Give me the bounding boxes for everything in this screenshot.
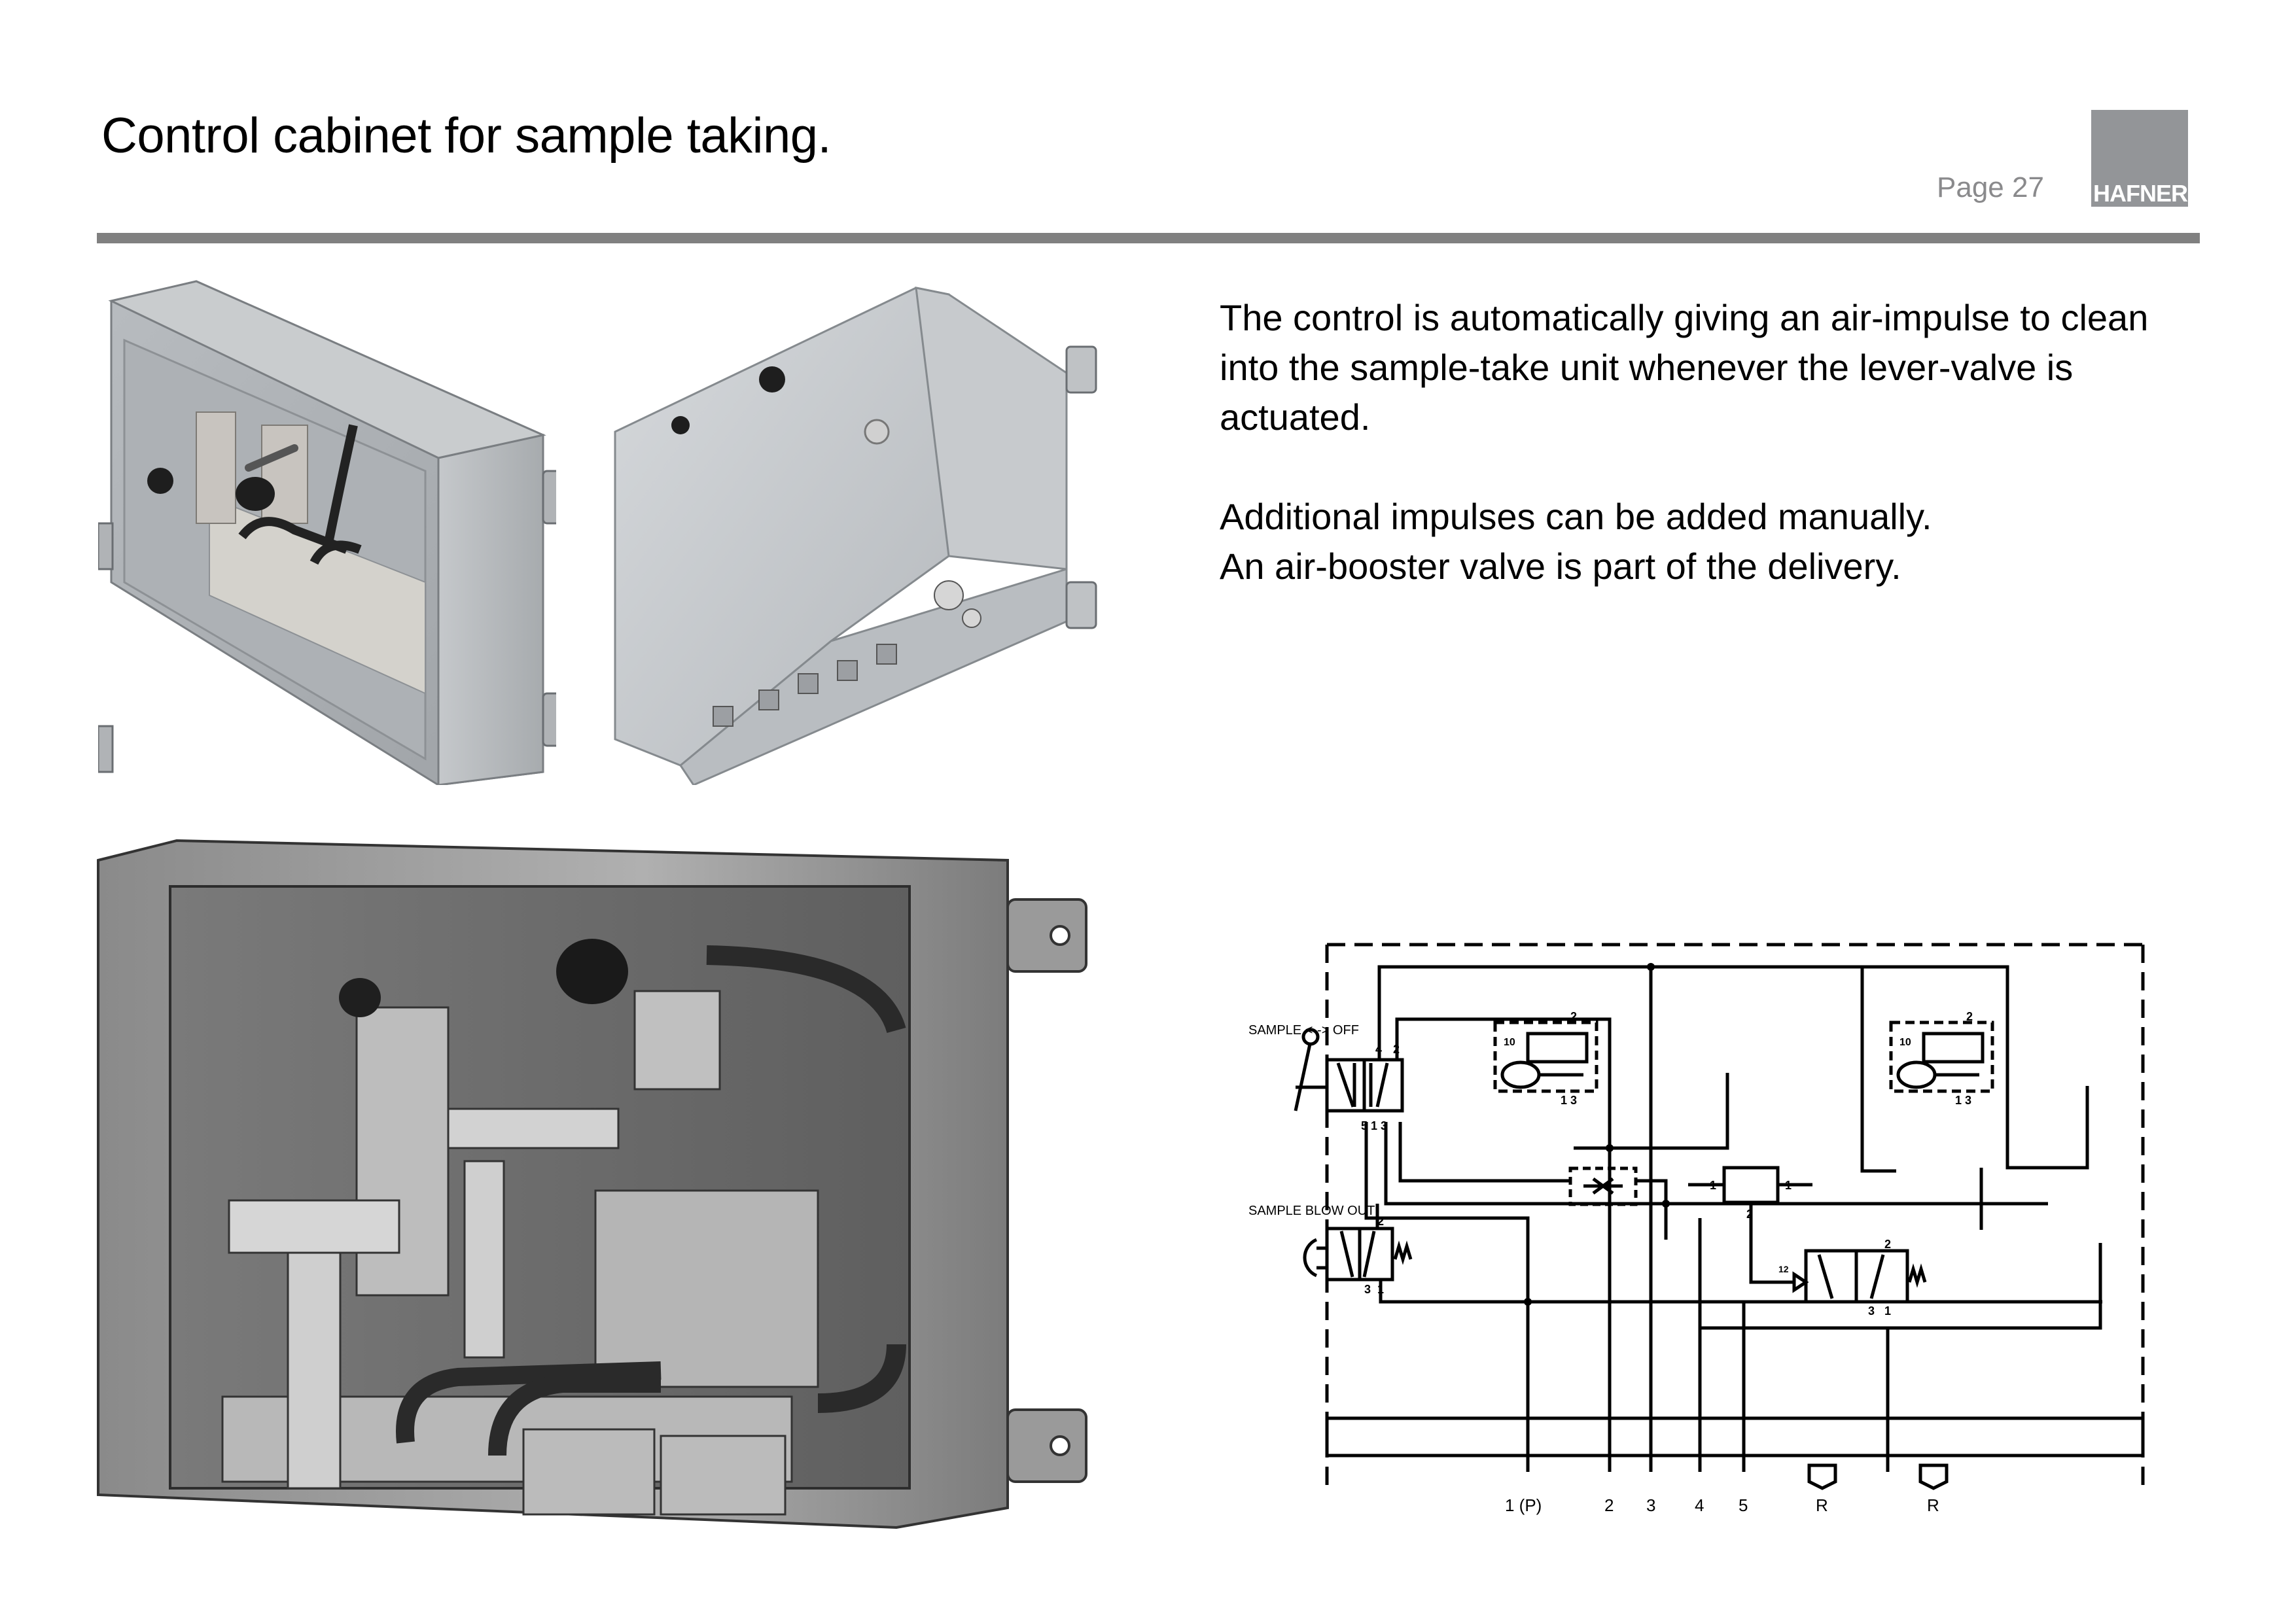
junction-dots: [1524, 963, 1670, 1306]
port-label: 1 3: [1955, 1094, 1971, 1107]
terminal-label: 3: [1646, 1495, 1655, 1515]
terminal-labels: 1 (P) 2 3 4 5 R R: [1505, 1495, 1939, 1515]
port-label: 1: [1884, 1304, 1891, 1318]
terminal-label: 4: [1695, 1495, 1704, 1515]
bottom-fittings: [713, 580, 981, 727]
manifold-block: [221, 990, 819, 1516]
mounting-brackets: [1006, 898, 1087, 1483]
push-button-knob-icon: [556, 939, 628, 1004]
mounting-brackets: [98, 470, 556, 773]
port-label: 2: [1746, 1208, 1753, 1221]
port-label: 1: [1710, 1179, 1716, 1192]
internal-valves: [196, 411, 362, 565]
bottom-bus: [1325, 1416, 2145, 1457]
throttle-symbol: [1568, 1166, 1638, 1206]
port-label: 2: [1570, 1010, 1577, 1023]
mounting-brackets: [1065, 345, 1097, 629]
booster-valve-a: [1493, 1021, 1598, 1093]
cabinet-body: [614, 287, 1068, 785]
page-number: Page 27: [1937, 171, 2044, 203]
port-label: 2: [1393, 1043, 1400, 1056]
label-sample-off: SAMPLE <--> OFF: [1248, 1023, 1359, 1038]
port-label: 1: [1377, 1283, 1384, 1296]
port-label: 2: [1884, 1238, 1891, 1251]
push-button-knob-icon: [236, 477, 275, 511]
terminal-label: 5: [1739, 1495, 1748, 1515]
lever-knob-icon: [671, 416, 690, 434]
connection-lines: [1364, 965, 2102, 1472]
pushbutton-valve-symbol: [1303, 1227, 1413, 1282]
port-label: 3: [1868, 1304, 1875, 1318]
boundary-dashed: [1325, 943, 2145, 1488]
terminal-label: 1 (P): [1505, 1495, 1542, 1515]
port-label: 1: [1785, 1179, 1792, 1192]
description-line-additional: Additional impulses can be added manuall…: [1220, 496, 1932, 537]
lever-knob-icon: [147, 468, 173, 494]
header-divider: [97, 233, 2200, 243]
port-label: 4: [1375, 1043, 1382, 1056]
booster-valve-b: [1889, 1021, 1994, 1093]
gauge-port-icon: [864, 419, 890, 445]
pneumatic-schematic: SAMPLE <--> OFF SAMPLE BLOW OUT 4 2 5 1 …: [1248, 943, 2145, 1515]
cabinet-photo-open: [98, 275, 556, 785]
port-label: 3: [1364, 1283, 1371, 1296]
label-sample-blow-out: SAMPLE BLOW OUT: [1248, 1204, 1375, 1218]
pipes-and-hoses: [228, 945, 906, 1490]
terminal-label: R: [1927, 1495, 1939, 1515]
lever-valve-symbol: [1294, 1028, 1404, 1113]
lever-knob-icon: [339, 978, 381, 1017]
port-label: 10: [1504, 1037, 1515, 1048]
description-text: The control is automatically giving an a…: [1220, 293, 2201, 591]
hafner-logo: HAFNER: [2091, 110, 2188, 207]
port-label: 5 1 3: [1361, 1119, 1387, 1132]
port-label: 2: [1966, 1010, 1973, 1023]
shuttle-valve-symbol: [1688, 1166, 1812, 1284]
terminal-label: R: [1816, 1495, 1828, 1515]
logo-text: HAFNER: [2093, 180, 2188, 207]
port-label: 1 3: [1561, 1094, 1577, 1107]
pilot-valve-symbol: [1792, 1249, 1927, 1304]
cabinet-photo-closed: [609, 281, 1106, 785]
silencer-symbols: [1807, 1463, 1949, 1490]
description-paragraph-1: The control is automatically giving an a…: [1220, 297, 2149, 438]
description-line-booster: An air-booster valve is part of the deli…: [1220, 546, 1901, 587]
port-label: 12: [1778, 1264, 1789, 1274]
push-button-knob-icon: [759, 366, 785, 393]
port-label: 2: [1377, 1215, 1384, 1228]
cabinet-photo-interior: [92, 834, 1125, 1541]
page-title: Control cabinet for sample taking.: [101, 108, 832, 164]
terminal-label: 2: [1604, 1495, 1614, 1515]
port-label: 10: [1899, 1037, 1911, 1048]
